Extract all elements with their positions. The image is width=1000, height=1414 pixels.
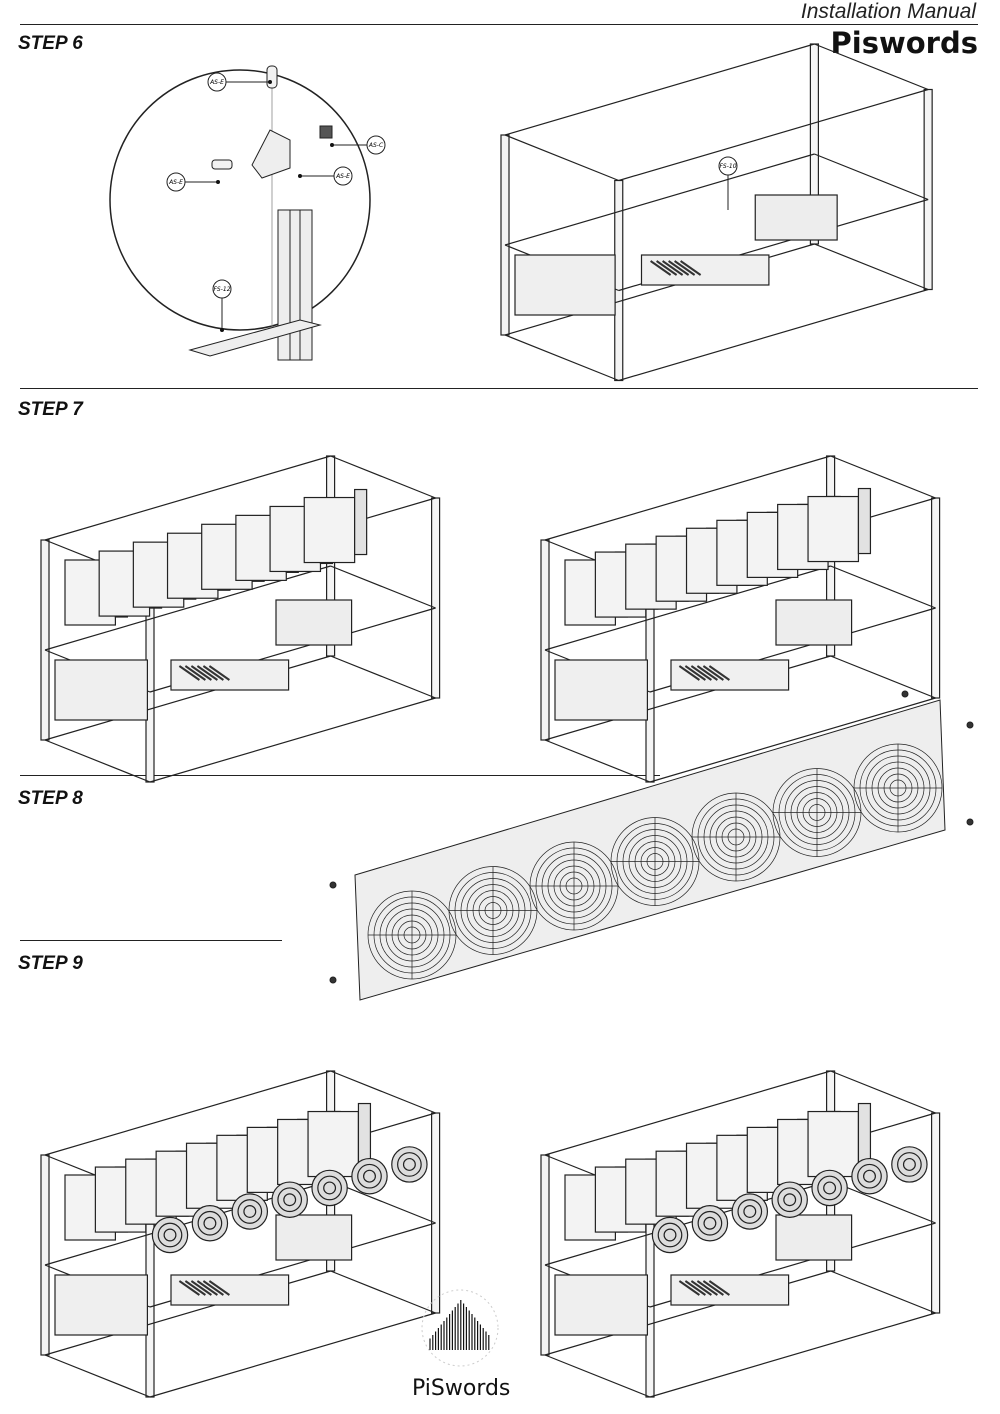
detail-zoom-circle [109, 65, 371, 361]
divider-step8 [20, 940, 282, 941]
step-8-title: STEP 8 [18, 788, 83, 809]
fan [448, 866, 538, 955]
divider-step6 [20, 388, 978, 389]
rig-frame [40, 1070, 441, 1398]
fan [529, 841, 619, 931]
svg-text:AS-C: AS-C [368, 142, 384, 149]
fan [691, 792, 781, 882]
header-rule [20, 24, 978, 25]
svg-text:FS-10: FS-10 [719, 163, 736, 170]
divider-step7 [20, 775, 660, 776]
fan [853, 743, 943, 833]
svg-text:FS-12: FS-12 [213, 286, 230, 293]
callout-fs-12: FS-12 [212, 279, 232, 332]
fan-panel-assembly [329, 690, 974, 1001]
fan [772, 768, 862, 857]
step-6-title: STEP 6 [18, 33, 83, 54]
fan [610, 817, 700, 906]
rig-frame [540, 455, 941, 783]
callout-as-e: AS-E [298, 166, 353, 186]
rig-frame [40, 455, 441, 783]
svg-text:AS-E: AS-E [168, 179, 183, 186]
rig-frame [500, 43, 933, 382]
callout-as-c: AS-C [330, 135, 386, 155]
callout-fs-10: FS-10 [718, 156, 738, 210]
part-callouts: AS-E AS-C AS-E AS-E FS-12 FS-10 [166, 72, 738, 332]
screw-icon [329, 881, 337, 889]
screw-icon [966, 818, 974, 826]
rig-frame [540, 1070, 941, 1398]
step-9-title: STEP 9 [18, 953, 83, 974]
fan [367, 890, 457, 980]
svg-text:AS-E: AS-E [209, 79, 224, 86]
callout-as-e: AS-E [166, 172, 220, 192]
screw-icon [966, 721, 974, 729]
logo-wordmark: PiSwords [412, 1376, 511, 1401]
step-7-title: STEP 7 [18, 399, 83, 420]
fan-panel [329, 690, 974, 1001]
svg-text:AS-E: AS-E [335, 173, 350, 180]
screw-icon [329, 976, 337, 984]
callout-as-e: AS-E [207, 72, 272, 92]
brand-name: Piswords [830, 26, 979, 60]
piswords-logo [421, 1289, 499, 1367]
screw-icon [901, 690, 909, 698]
mining-rig-frames [40, 43, 941, 1398]
manual-title: Installation Manual [800, 0, 976, 23]
